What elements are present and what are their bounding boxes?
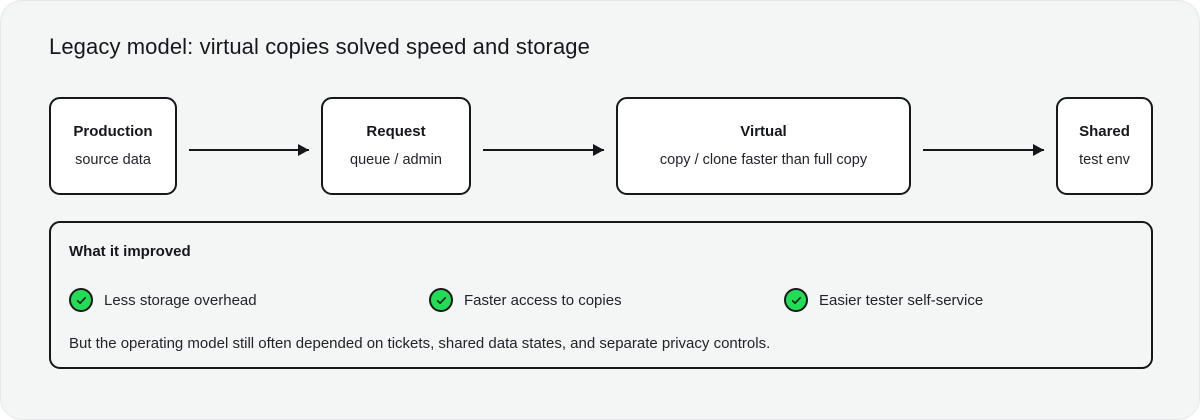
check-circle-icon	[429, 288, 453, 312]
flow-node-title: Shared	[1079, 123, 1130, 141]
flow-node-subtitle: source data	[75, 152, 151, 169]
panel-title: What it improved	[69, 243, 191, 260]
what-it-improved-panel: What it improved Less storage overhead F…	[49, 221, 1153, 369]
arrow-shaft	[923, 149, 1044, 151]
list-item-label: Easier tester self-service	[819, 291, 984, 309]
list-item-label: Less storage overhead	[104, 291, 257, 309]
flow-node-subtitle: queue / admin	[350, 152, 442, 169]
flow-node-virtual: Virtual copy / clone faster than full co…	[616, 97, 911, 195]
improvement-list: Less storage overhead Faster access to c…	[69, 285, 1135, 315]
page-title: Legacy model: virtual copies solved spee…	[49, 34, 590, 59]
list-item-label: Faster access to copies	[464, 291, 622, 309]
flow-node-title: Virtual	[740, 123, 787, 141]
flow-arrow-icon	[923, 144, 1044, 156]
arrow-shaft	[189, 149, 309, 151]
flow-node-shared: Shared test env	[1056, 97, 1153, 195]
flow-node-subtitle: copy / clone faster than full copy	[659, 152, 868, 169]
flow-arrow-icon	[189, 144, 309, 156]
panel-footnote: But the operating model still often depe…	[69, 335, 771, 352]
check-circle-icon	[784, 288, 808, 312]
arrow-shaft	[483, 149, 604, 151]
flow-arrow-icon	[483, 144, 604, 156]
arrow-head	[1033, 144, 1044, 156]
flow-node-title: Request	[366, 123, 426, 141]
flow-node-title: Production	[73, 123, 153, 141]
flow-node-subtitle: test env	[1079, 152, 1130, 169]
flow-node-production: Production source data	[49, 97, 177, 195]
pipeline-flow: Production source data Request queue / a…	[1, 97, 1199, 197]
arrow-head	[593, 144, 604, 156]
flow-node-request: Request queue / admin	[321, 97, 471, 195]
list-item: Faster access to copies	[429, 285, 622, 315]
arrow-head	[298, 144, 309, 156]
list-item: Easier tester self-service	[784, 285, 983, 315]
list-item: Less storage overhead	[69, 285, 257, 315]
check-circle-icon	[69, 288, 93, 312]
